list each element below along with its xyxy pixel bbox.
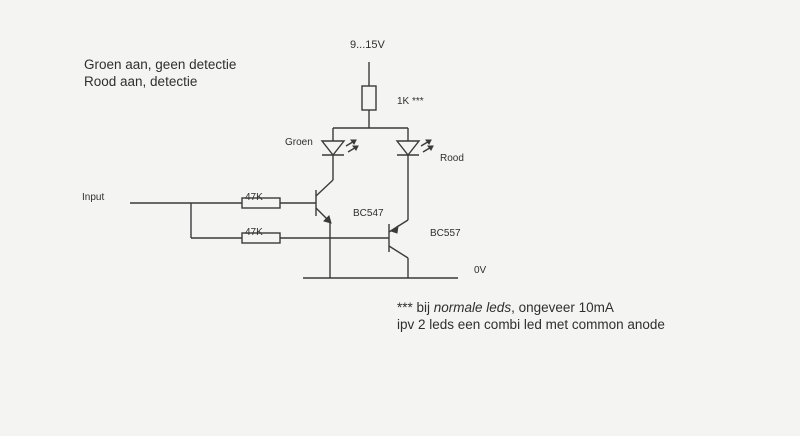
input-label: Input — [82, 192, 104, 203]
footnote-italic: normale leds — [433, 300, 512, 315]
transistor-pnp-label: BC557 — [430, 228, 461, 239]
footnote-line-2: ipv 2 leds een combi led met common anod… — [397, 317, 665, 332]
footnote-prefix: *** bij — [397, 300, 434, 315]
footnote-suffix: , ongeveer 10mA — [511, 300, 614, 315]
ground-label: 0V — [474, 265, 487, 276]
resistor-1k — [361, 85, 377, 111]
resistor-1k-label: 1K *** — [397, 96, 424, 107]
supply-label: 9...15V — [350, 39, 386, 51]
led-red-label: Rood — [440, 153, 464, 164]
note-red-state: Rood aan, detectie — [84, 74, 198, 89]
footnote: *** bij normale leds, ongeveer 10mA ipv … — [397, 299, 665, 333]
led-green-icon — [320, 139, 359, 157]
note-green-state: Groen aan, geen detectie — [84, 57, 237, 72]
resistor-47k-lower-label: 47K — [245, 227, 263, 238]
footnote-line-1: *** bij normale leds, ongeveer 10mA — [397, 299, 665, 316]
transistor-npn-label: BC547 — [353, 208, 384, 219]
legend-notes: Groen aan, geen detectie Rood aan, detec… — [84, 56, 236, 90]
led-red-icon — [395, 139, 434, 157]
resistor-47k-upper-label: 47K — [245, 192, 263, 203]
transistor-npn-icon — [315, 178, 334, 224]
transistor-pnp-icon — [388, 219, 409, 259]
led-green-label: Groen — [285, 137, 313, 148]
